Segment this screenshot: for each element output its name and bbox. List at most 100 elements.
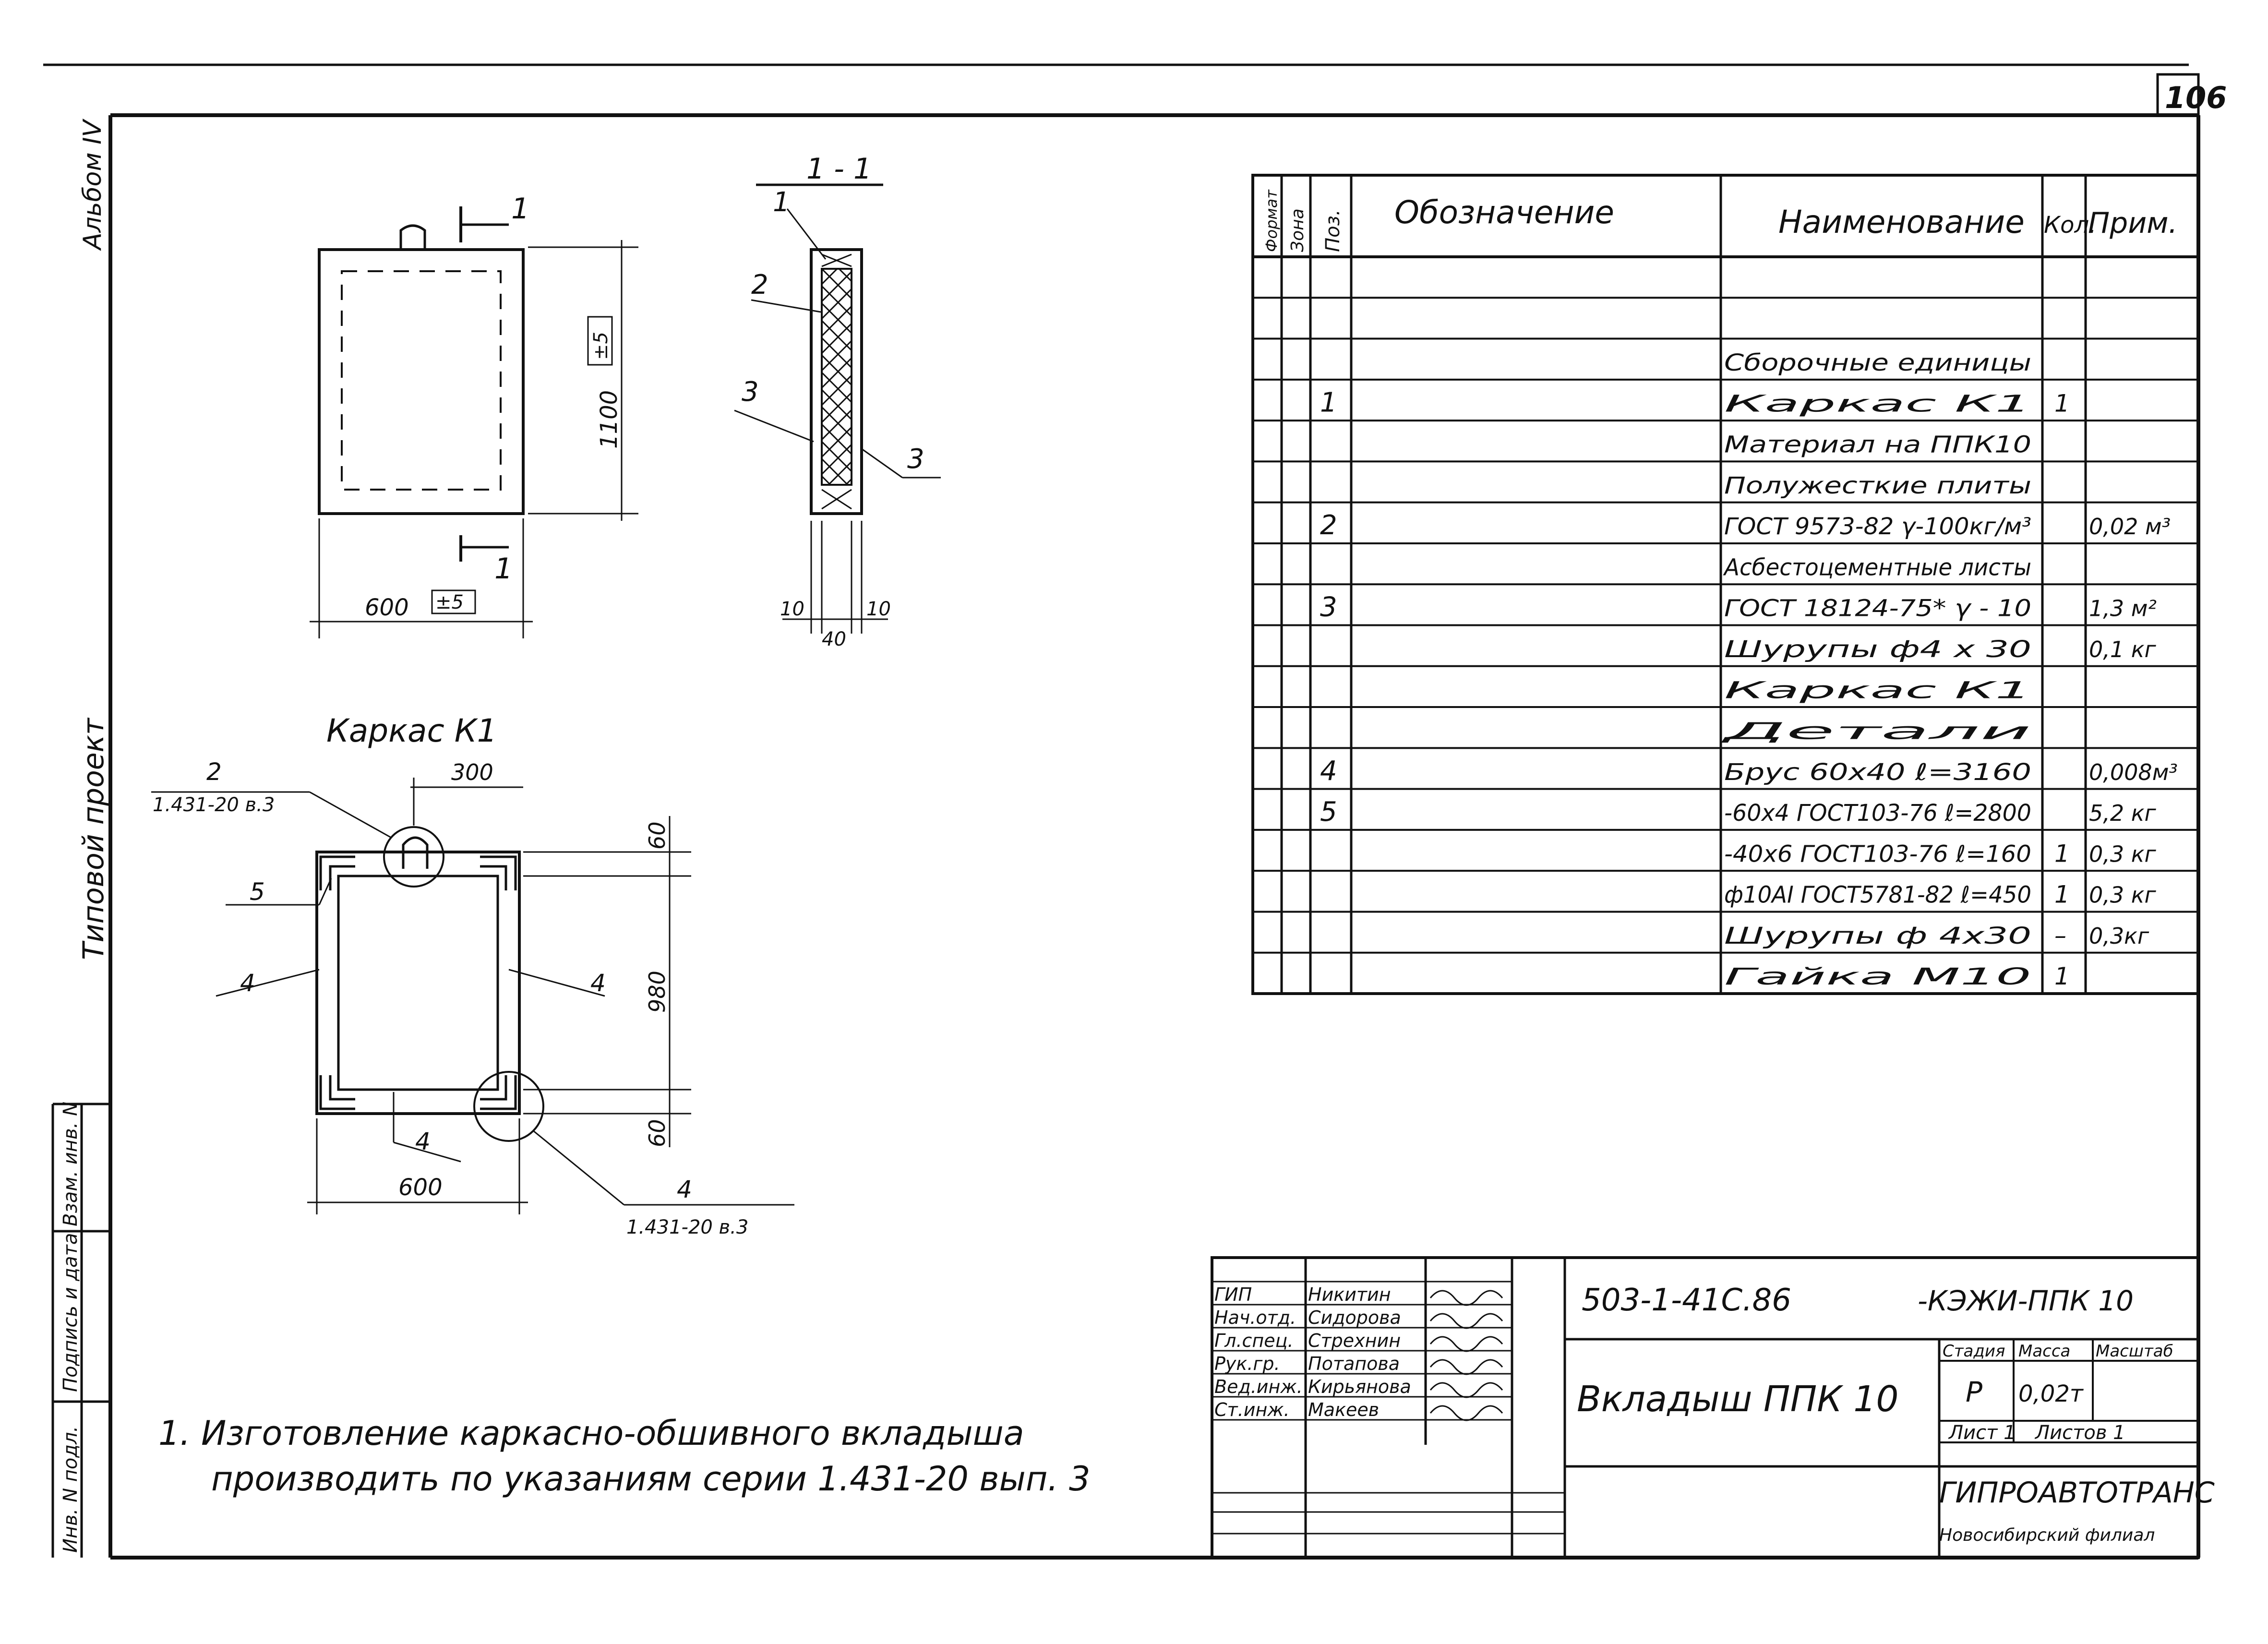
margin-cell-replace: Взам. инв. N [60,1102,82,1226]
dim-width-600: 600 [365,594,409,621]
tb-title: Вкладыш ППК 10 [1577,1379,1898,1420]
spec-cell-pos: 3 [1320,592,1337,623]
page-number: 106 [2165,80,2227,115]
section-callout-3-left: 3 [742,376,759,408]
tb-sheet: Лист 1 [1948,1422,2016,1444]
tb-sign-name: Сидорова [1308,1307,1401,1328]
spec-cell-name: Асбестоцементные листы [1723,554,2031,581]
spec-cell-name: Шурупы ф4 х 30 [1724,636,2031,663]
tb-sign-name: Стрехнин [1308,1330,1401,1351]
spec-cell-name: -40х6 ГОСТ103-76 ℓ=160 [1724,840,2031,867]
tb-sign-role: Ст.инж. [1214,1399,1290,1420]
tb-code-suffix: -КЭЖИ-ППК 10 [1918,1284,2134,1317]
tb-sign-role: Вед.инж. [1214,1376,1303,1397]
margin-cell-signature: Подпись и дата [60,1233,82,1392]
tb-sheets: Листов 1 [2034,1422,2125,1444]
section-callout-3-right: 3 [907,444,924,475]
tb-stage: Р [1966,1376,1982,1408]
signature-scribble [1429,1405,1503,1421]
spec-cell-note: 0,3кг [2089,923,2149,949]
frame-dim-60-bottom: 60 [644,1119,670,1147]
frame-callout-5: 5 [250,878,265,906]
spec-cell-pos: 1 [1320,387,1337,418]
tol-height: ±5 [590,332,612,360]
spec-cell-pos: 5 [1320,796,1337,828]
spec-cell-note: 0,1 кг [2089,636,2157,662]
spec-cell-name: Каркас К1 [1724,390,2031,417]
tb-sign-role: Нач.отд. [1214,1307,1296,1328]
spec-header-qty: Кол. [2044,212,2096,239]
section-1-1-view [734,183,941,634]
tb-mass-label: Масса [2018,1342,2070,1361]
section-dim-total: 40 [822,628,846,650]
tb-code: 503-1-41С.86 [1582,1283,1791,1318]
spec-header-designation: Обозначение [1394,194,1614,231]
tol-width: ±5 [435,591,464,613]
tb-sign-role: Гл.спец. [1214,1330,1294,1351]
spec-cell-name: ГОСТ 9573-82 γ-100кг/м³ [1724,513,2031,540]
spec-cell-name: Брус 60х40 ℓ=3160 [1724,759,2031,786]
spec-cell-note: 0,3 кг [2089,882,2157,908]
spec-cell-name: Шурупы ф 4х30 [1724,923,2031,949]
spec-cell-name: Полужесткие плиты [1724,472,2031,499]
spec-cell-qty: 1 [2054,840,2070,867]
signature-scribble [1429,1336,1503,1352]
spec-cell-note: 1,3 м² [2089,596,2157,622]
spec-header-note: Прим. [2088,206,2178,240]
frame-dim-300: 300 [451,759,493,785]
spec-cell-name: Каркас К1 [1724,677,2031,704]
tb-mass: 0,02т [2018,1380,2084,1407]
spec-cell-name: Материал на ППК10 [1724,432,2031,458]
tb-branch: Новосибирский филиал [1939,1525,2155,1545]
spec-cell-pos: 4 [1320,756,1337,787]
spec-cell-name: ф10АI ГОСТ5781-82 ℓ=450 [1724,882,2031,909]
signature-scribble [1429,1290,1503,1306]
frame-k1-view [151,778,794,1214]
section-dim-left: 10 [780,598,804,620]
tb-sign-name: Никитин [1308,1284,1391,1305]
frame-callout-4-ref: 1.431-20 в.3 [626,1216,748,1238]
tb-sign-name: Макеев [1308,1399,1379,1420]
tb-org: ГИПРОАВТОТРАНС [1939,1476,2215,1510]
margin-album-label: Альбом IV [78,119,107,251]
tb-stage-label: Стадия [1943,1342,2005,1361]
spec-cell-name: Сборочные единицы [1724,349,2031,376]
frame-callout-4-left: 4 [240,969,255,997]
section-callout-2: 2 [751,269,768,300]
section-callout-1: 1 [773,187,790,218]
frame-dim-980: 980 [644,971,670,1013]
note-line-1: 1. Изготовление каркасно-обшивного вклад… [158,1414,1024,1453]
margin-cell-inv: Инв. N подл. [60,1426,82,1553]
section-dim-right: 10 [866,598,891,620]
spec-cell-note: 5,2 кг [2089,800,2157,826]
section-mark-bottom: 1 [494,552,513,586]
spec-header-pos: Поз. [1322,209,1344,252]
frame-callout-4-ref-num: 4 [677,1176,692,1203]
frame-callout-2: 2 [206,758,222,786]
frame-dim-60-top: 60 [644,821,670,850]
frame-dim-600: 600 [398,1174,443,1201]
section-title: 1 - 1 [806,152,872,186]
spec-cell-qty: 1 [2054,881,2070,909]
spec-cell-note: 0,02 м³ [2089,514,2171,540]
spec-table [1251,174,2200,995]
spec-header-format: Формат [1262,189,1281,252]
spec-cell-name: -60х4 ГОСТ103-76 ℓ=2800 [1724,800,2031,827]
spec-cell-note: 0,3 кг [2089,841,2157,867]
dim-height-1100: 1100 [596,390,623,449]
panel-front-view [310,206,638,638]
spec-cell-note: 0,008м³ [2089,759,2178,785]
frame-title: Каркас К1 [326,712,497,749]
signature-scribble [1429,1382,1503,1398]
spec-cell-qty: 1 [2054,389,2070,417]
spec-cell-name: Гайка М10 [1724,963,2031,990]
section-mark-top: 1 [511,192,529,226]
signature-scribble [1429,1313,1503,1329]
tb-sign-role: ГИП [1214,1284,1252,1305]
frame-callout-4-right: 4 [590,969,606,997]
left-margin [51,1103,110,1558]
spec-cell-name: Детали [1721,718,2031,745]
